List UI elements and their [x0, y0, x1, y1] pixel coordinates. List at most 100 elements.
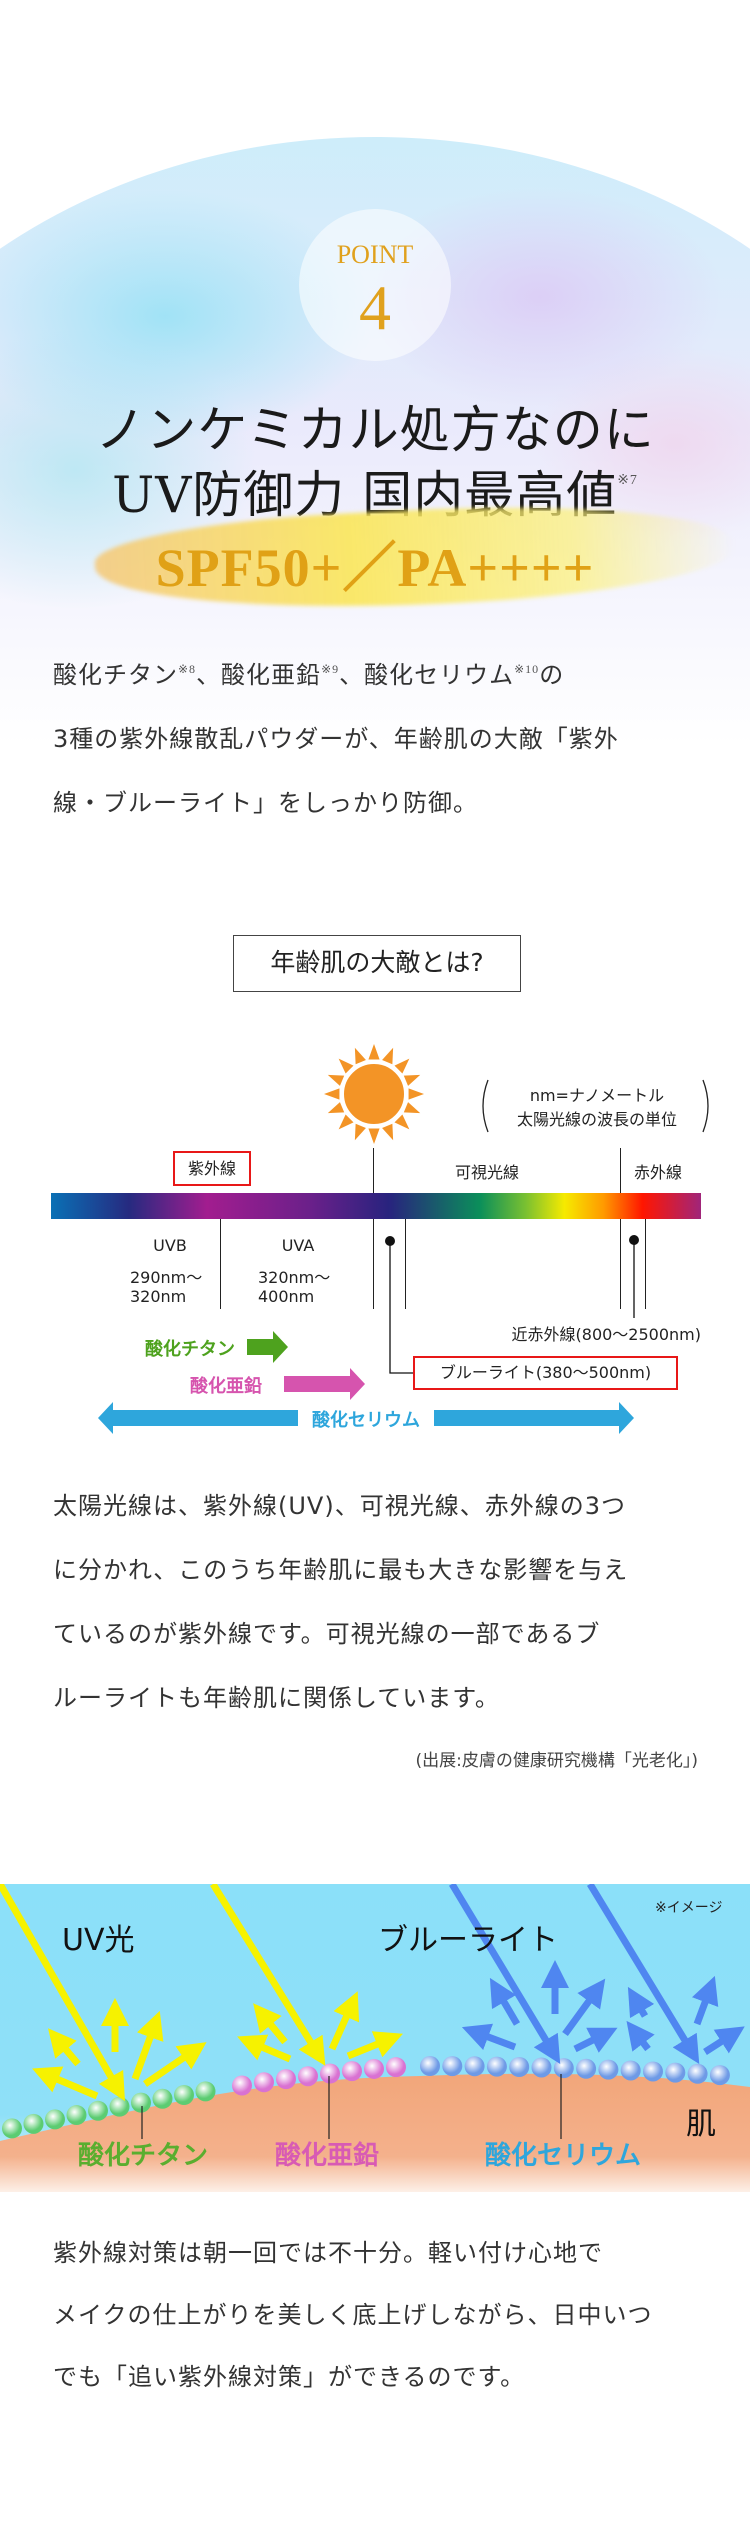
closing-text: 紫外線対策は朝一回では不十分。軽い付け心地で メイクの仕上がりを美しく底上げしな…	[53, 2222, 703, 2408]
closing-line: でも「追い紫外線対策」ができるのです。	[53, 2363, 526, 2391]
powder-particle	[174, 2085, 194, 2106]
uva-label: UVA	[281, 1236, 315, 1255]
intro-seg: 、酸化セリウム	[339, 661, 515, 689]
powder-particle	[553, 2058, 574, 2079]
powder-particle	[320, 2063, 340, 2084]
cerium-illus-label: 酸化セリウム	[485, 2141, 641, 2171]
powder-particle	[665, 2062, 686, 2083]
titanium-arrow-icon	[247, 1331, 288, 1363]
protection-illustration: UV光 ブルーライト ※イメージ 肌 酸化チタン 酸化亜鉛 酸化セリウム	[0, 1884, 750, 2192]
unit-note-paren-close	[701, 1078, 713, 1138]
powder-particle	[152, 2088, 173, 2109]
powder-particle	[531, 2057, 552, 2078]
uv-label: 紫外線	[173, 1151, 251, 1186]
sun-ray	[354, 1123, 366, 1141]
titanium-label: 酸化チタン	[145, 1339, 235, 1360]
skin-label: 肌	[686, 2107, 716, 2142]
powder-particle	[687, 2063, 708, 2084]
light-spectrum-bar	[51, 1193, 701, 1219]
explanation-text: 太陽光線は、紫外線(UV)、可視光線、赤外線の3つ に分かれ、このうち年齢肌に最…	[53, 1474, 703, 1730]
powder-particle	[45, 2109, 65, 2130]
explanation-line: 太陽光線は、紫外線(UV)、可視光線、赤外線の3つ	[53, 1492, 626, 1520]
diagram-connectors	[385, 1235, 639, 1374]
unit-note-line2: 太陽光線の波長の単位	[516, 1110, 677, 1129]
intro-line2: 3種の紫外線散乱パウダーが、年齢肌の大敵「紫外	[53, 725, 619, 753]
headline-note: ※7	[617, 473, 638, 488]
powder-particle	[232, 2075, 252, 2096]
sun-ray	[338, 1058, 354, 1074]
cerium-label: 酸化セリウム	[312, 1410, 420, 1431]
powder-particle	[643, 2061, 663, 2082]
powder-particle	[195, 2081, 216, 2102]
intro-line3: 線・ブルーライト」をしっかり防御。	[53, 789, 478, 817]
note-9: ※9	[321, 662, 340, 676]
sun-ray	[382, 1123, 394, 1141]
sun-ray	[368, 1128, 380, 1144]
powder-particle	[131, 2092, 151, 2113]
powder-particle	[88, 2100, 108, 2121]
explanation-line: に分かれ、このうち年齢肌に最も大きな影響を与え	[53, 1556, 629, 1584]
zinc-label: 酸化亜鉛	[190, 1376, 262, 1397]
closing-line: 紫外線対策は朝一回では不十分。軽い付け心地で	[53, 2239, 603, 2267]
sun-ray	[403, 1102, 421, 1114]
source-citation: (出展:皮膚の健康研究機構「光老化」)	[415, 1751, 699, 1771]
uvb-label: UVB	[153, 1236, 187, 1255]
powder-particle	[276, 2069, 296, 2090]
sun-ray	[338, 1114, 354, 1130]
note-8: ※8	[178, 662, 197, 676]
powder-particle	[486, 2056, 507, 2077]
powder-particle	[386, 2057, 406, 2078]
divider	[373, 1219, 374, 1309]
sun-ray	[354, 1047, 366, 1065]
sun-ray	[327, 1102, 345, 1114]
point-badge	[299, 209, 451, 361]
divider	[405, 1219, 406, 1309]
unit-note-paren-open	[478, 1078, 490, 1138]
blue-light-label: ブルーライト(380〜500nm)	[413, 1356, 678, 1390]
powder-particle	[364, 2058, 384, 2079]
intro-seg: 酸化チタン	[53, 661, 178, 689]
blue-light-title: ブルーライト	[378, 1923, 558, 1958]
powder-particle	[442, 2056, 463, 2077]
closing-line: メイクの仕上がりを美しく底上げしながら、日中いつ	[53, 2301, 653, 2329]
point-number: 4	[359, 272, 391, 343]
ir-label: 赤外線	[634, 1163, 683, 1182]
powder-particle	[254, 2072, 274, 2093]
image-note: ※イメージ	[655, 1900, 722, 1916]
uva-range: 400nm	[258, 1287, 315, 1306]
powder-particle	[298, 2066, 318, 2087]
point-label: POINT	[336, 240, 414, 269]
explanation-line: ているのが紫外線です。可視光線の一部であるブ	[53, 1620, 601, 1648]
powder-particle	[509, 2056, 530, 2077]
sun-ray	[408, 1088, 424, 1100]
intro-text: 酸化チタン※8、酸化亜鉛※9、酸化セリウム※10の 3種の紫外線散乱パウダーが、…	[53, 637, 703, 835]
explanation-line: ルーライトも年齢肌に関係しています。	[53, 1684, 500, 1712]
zinc-illus-label: 酸化亜鉛	[275, 2140, 379, 2171]
titanium-illus-label: 酸化チタン	[78, 2141, 208, 2171]
sun-ray	[368, 1044, 380, 1060]
powder-particle	[576, 2058, 597, 2079]
powder-particle	[23, 2113, 44, 2134]
headline-line1: ノンケミカル処方なのに	[95, 401, 655, 459]
uv-light-label: UV光	[62, 1923, 134, 1958]
intro-seg: の	[539, 661, 565, 689]
sun-ray	[327, 1074, 345, 1086]
powder-particle	[66, 2105, 87, 2126]
uvb-range: 290nm〜	[130, 1268, 203, 1287]
uva-range: 320nm〜	[258, 1268, 331, 1287]
note-10: ※10	[514, 662, 540, 676]
sun-ray	[382, 1047, 394, 1065]
sun-ray	[394, 1114, 410, 1130]
powder-particle	[464, 2056, 485, 2077]
powder-particle	[620, 2060, 641, 2081]
sun-ray	[403, 1074, 421, 1086]
sun-ray	[394, 1058, 410, 1074]
powder-particle	[420, 2056, 440, 2077]
divider	[373, 1148, 374, 1193]
powder-particle	[2, 2118, 22, 2139]
uvb-range: 320nm	[130, 1287, 187, 1306]
divider	[645, 1219, 646, 1309]
question-heading: 年齢肌の大敵とは?	[233, 935, 521, 992]
cerium-double-arrow-icon	[98, 1402, 634, 1434]
sun-ray	[324, 1088, 340, 1100]
